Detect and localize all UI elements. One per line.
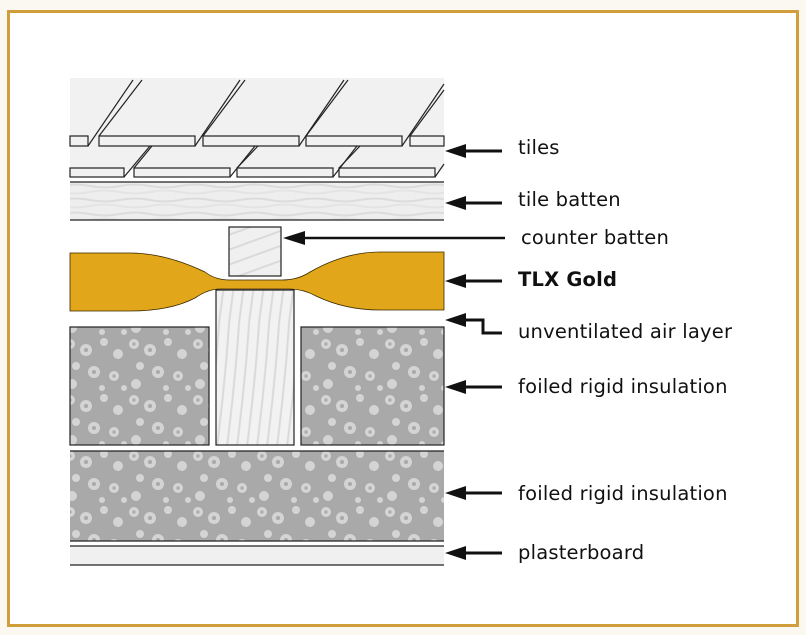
arrow-tile-batten (445, 196, 502, 210)
arrow-insulation-upper (445, 380, 502, 394)
insulation-upper-layer (69, 326, 445, 446)
arrow-counter-batten (283, 231, 505, 245)
arrow-air-layer (445, 313, 502, 335)
insulation-lower-layer (70, 450, 444, 542)
label-tlx-gold: TLX Gold (518, 268, 618, 291)
tiles-layer (69, 78, 445, 178)
arrow-plasterboard (445, 546, 502, 560)
label-insulation-lower: foiled rigid insulation (518, 482, 728, 505)
plasterboard-layer (70, 545, 444, 566)
arrow-insulation-lower (445, 486, 502, 500)
label-air-layer: unventilated air layer (518, 320, 733, 343)
label-insulation-upper: foiled rigid insulation (518, 375, 728, 398)
label-tiles: tiles (518, 136, 560, 159)
tlx-gold-membrane (69, 251, 445, 312)
tile-batten-layer (70, 181, 444, 221)
label-plasterboard: plasterboard (518, 541, 645, 564)
arrow-tiles (445, 144, 502, 158)
counter-batten-block (228, 226, 282, 277)
arrow-tlx-gold (445, 274, 502, 288)
label-tile-batten: tile batten (518, 188, 621, 211)
rafter (215, 289, 295, 446)
label-counter-batten: counter batten (521, 226, 670, 249)
